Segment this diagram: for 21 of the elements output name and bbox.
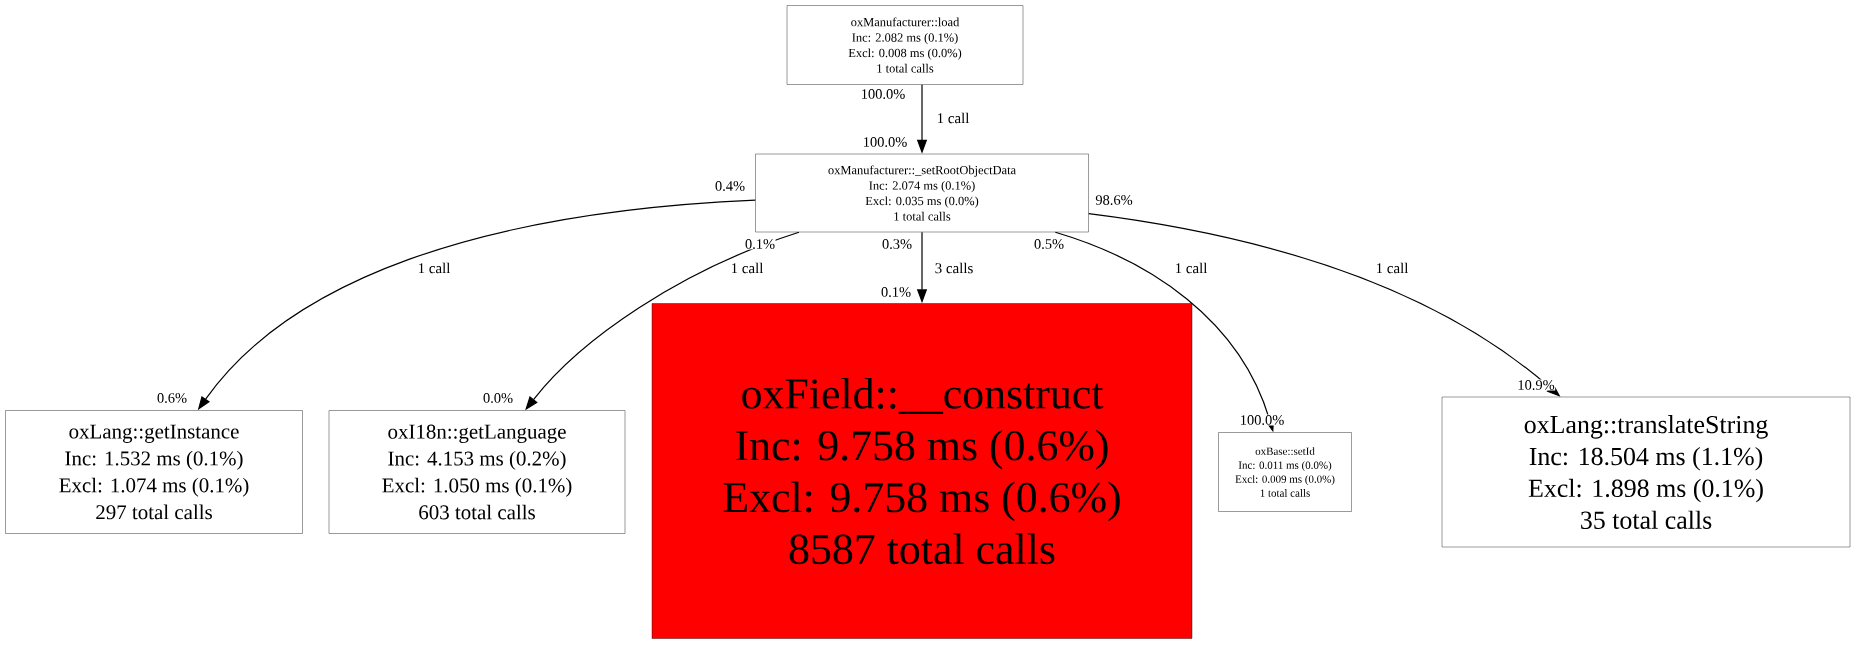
percentage-label: 0.4% (714, 180, 746, 192)
function-box: oxI18n::getLanguage Inc: 4.153 ms (0.2%) Excl: 1.050 ms (0.1%) 603 total calls (328, 410, 626, 534)
function-box: oxField::__construct Inc: 9.758 ms (0.6%) Excl: 9.758 ms (0.6%) 8587 total calls (651, 303, 1193, 639)
function-box: oxLang::getInstance Inc: 1.532 ms (0.1%) Excl: 1.074 ms (0.1%) 297 total calls (5, 410, 303, 534)
percentage-label: 0.5% (1033, 238, 1065, 250)
edge-label: 3 calls (933, 261, 975, 275)
edge-label: 1 call (416, 261, 452, 275)
percentage-label: 100.0% (1239, 414, 1285, 426)
edge-label: 1 call (935, 111, 971, 125)
edge-label: 1 call (1374, 261, 1410, 275)
percentage-label: 0.3% (881, 238, 913, 250)
percentage-label: 0.1% (744, 238, 776, 250)
function-box: oxManufacturer::_setRootObjectData Inc: 2.074 ms (0.1%) Excl: 0.035 ms (0.0%) 1 total calls (755, 153, 1089, 233)
function-box: oxLang::translateString Inc: 18.504 ms (1.1%) Excl: 1.898 ms (0.1%) 35 total calls (1441, 396, 1851, 548)
function-box: oxManufacturer::load Inc: 2.082 ms (0.1%) Excl: 0.008 ms (0.0%) 1 total calls (786, 5, 1024, 85)
function-box: oxBase::setId Inc: 0.011 ms (0.0%) Excl: 0.009 ms (0.0%) 1 total calls (1218, 432, 1352, 512)
percentage-label: 0.1% (880, 286, 912, 298)
percentage-label: 98.6% (1094, 194, 1134, 206)
edge-label: 1 call (729, 261, 765, 275)
percentage-label: 10.9% (1516, 379, 1556, 391)
edge-label: 1 call (1173, 261, 1209, 275)
